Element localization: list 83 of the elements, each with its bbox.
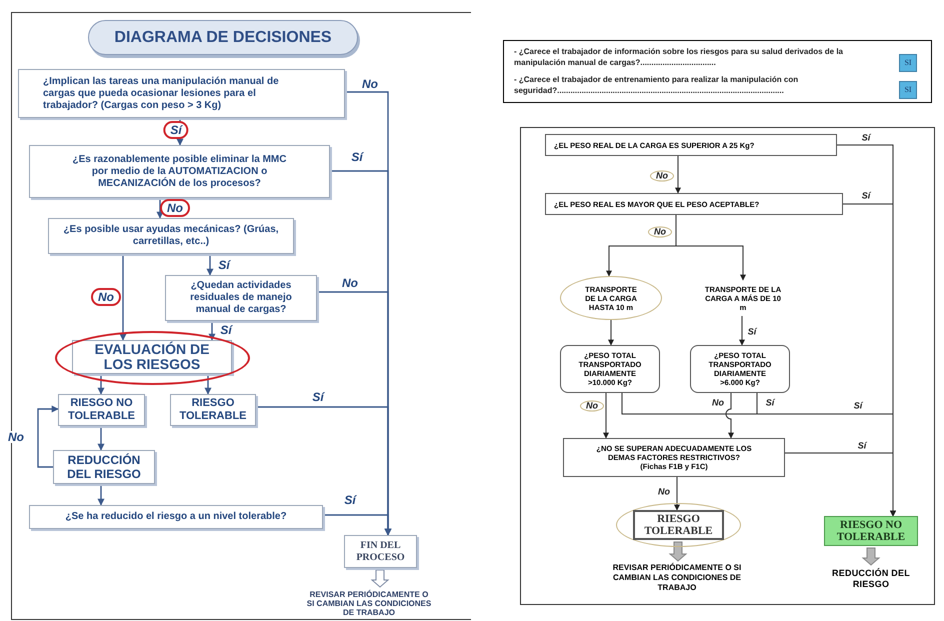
- decision-box: [560, 345, 660, 393]
- edge-label: No: [361, 78, 379, 90]
- decision-box: [18, 69, 345, 118]
- edge-label: No: [711, 398, 725, 408]
- question-text: ¿Se ha reducido el riesgo a un nivel tolerable?: [65, 511, 287, 523]
- result-box: [633, 510, 724, 540]
- checklist-panel: [503, 40, 932, 103]
- edge-label: Sí: [350, 151, 364, 163]
- edge-label: Sí: [856, 442, 868, 450]
- box-label: REDUCCIÓN DEL RIESGO: [66, 453, 142, 481]
- answer-box: [899, 81, 917, 99]
- answer-box: [899, 54, 917, 72]
- question-text: ¿Es razonablemente posible eliminar la MMC por medio de la AUTOMATIZACION o MECANIZACIÓN de los procesos?: [72, 154, 288, 190]
- arrow: [676, 214, 746, 281]
- edge-label: Sí: [217, 259, 231, 271]
- process-box: [72, 340, 232, 374]
- question-text: ¿Es posible usar ayudas mecánicas? (Grúas, carretillas, etc..): [62, 224, 280, 248]
- arrow: [98, 484, 104, 506]
- note-text: REVISAR PERIÓDICAMENTE O SI CAMBIAN LAS CONDICIONES DE TRABAJO: [306, 590, 432, 616]
- decision-box: [48, 218, 294, 254]
- edge-label: Sí: [311, 391, 325, 403]
- title-text: DIAGRAMA DE DECISIONES: [114, 28, 332, 48]
- process-box: [170, 394, 256, 426]
- arrow: [37, 406, 59, 468]
- arrow: [206, 254, 214, 276]
- arrow: [208, 321, 216, 341]
- question-text: ¿Quedan actividades residuales de manejo manual de cargas?: [189, 280, 293, 316]
- edge-label: Sí: [860, 192, 872, 200]
- answer-text: SI: [904, 57, 912, 69]
- question-text: ¿Implican las tareas una manipulación manual de cargas que pueda ocasionar lesiones para el trabajador? (Cargas con peso > 3 Kg): [43, 76, 280, 112]
- decision-box: [545, 193, 843, 215]
- edge-label: Sí: [764, 398, 776, 408]
- block-arrow: [668, 542, 688, 562]
- edge-label: No: [160, 199, 190, 217]
- edge-label: No: [650, 170, 674, 182]
- note-text: REVISAR PERIÓDICAMENTE O SI CAMBIAN LAS CONDICIONES DE TRABAJO: [612, 563, 742, 593]
- arrow: [608, 320, 614, 346]
- box-label: FIN DEL PROCESO: [355, 540, 406, 564]
- result-text: REDUCCIÓN DEL RIESGO: [831, 568, 911, 590]
- edge-label: Sí: [860, 134, 872, 142]
- end-box: [344, 535, 417, 568]
- process-box: [53, 450, 155, 484]
- edge-label: No: [7, 431, 25, 443]
- question-text: - ¿Carece el trabajador de información sobre los riesgos para su salud derivados de la manipulación manual de cargas?..................................: [514, 46, 844, 68]
- decision-box: [545, 134, 837, 156]
- arrow: [726, 392, 734, 439]
- arrow: [98, 374, 104, 395]
- arrow: [98, 426, 104, 451]
- arrow: [739, 316, 745, 346]
- block-arrow: [370, 570, 390, 588]
- edge-label: No: [91, 288, 121, 306]
- box-label: RIESGO NO TOLERABLE: [836, 519, 906, 543]
- decision-box: [563, 438, 785, 477]
- arrow: [120, 254, 126, 341]
- edge-label: Sí: [852, 402, 864, 410]
- answer-text: SI: [904, 84, 912, 96]
- question-text: - ¿Carece el trabajador de entrenamiento para realizar la manipulación con seguridad?......................................................................................................: [514, 74, 800, 96]
- arrow: [675, 156, 681, 194]
- decision-box: [165, 275, 317, 321]
- edge-label: No: [580, 400, 604, 412]
- arrow: [603, 392, 609, 439]
- edge-label: Sí: [746, 328, 758, 336]
- box-label: RIESGO NO TOLERABLE: [67, 397, 136, 423]
- arrow: [784, 452, 896, 517]
- decision-box: [29, 145, 330, 198]
- box-label: RIESGO TOLERABLE: [643, 513, 714, 537]
- arrow: [156, 198, 164, 219]
- edge-label: No: [341, 277, 359, 289]
- box-label: RIESGO TOLERABLE: [179, 397, 247, 423]
- edge-label: Sí: [343, 494, 357, 506]
- edge-label: Sí: [219, 324, 233, 336]
- decision-box: [29, 505, 323, 529]
- box-label: EVALUACIÓN DE LOS RIESGOS: [94, 342, 210, 372]
- edge-label: No: [648, 226, 672, 238]
- process-box: [58, 394, 145, 426]
- arrow: [674, 476, 680, 511]
- edge-label: No: [657, 488, 671, 496]
- arrow: [204, 374, 212, 395]
- block-arrow: [862, 548, 880, 566]
- arrow: [323, 514, 392, 536]
- edge-label: Sí: [163, 121, 189, 139]
- result-box: [824, 516, 918, 546]
- decision-box: [690, 345, 790, 393]
